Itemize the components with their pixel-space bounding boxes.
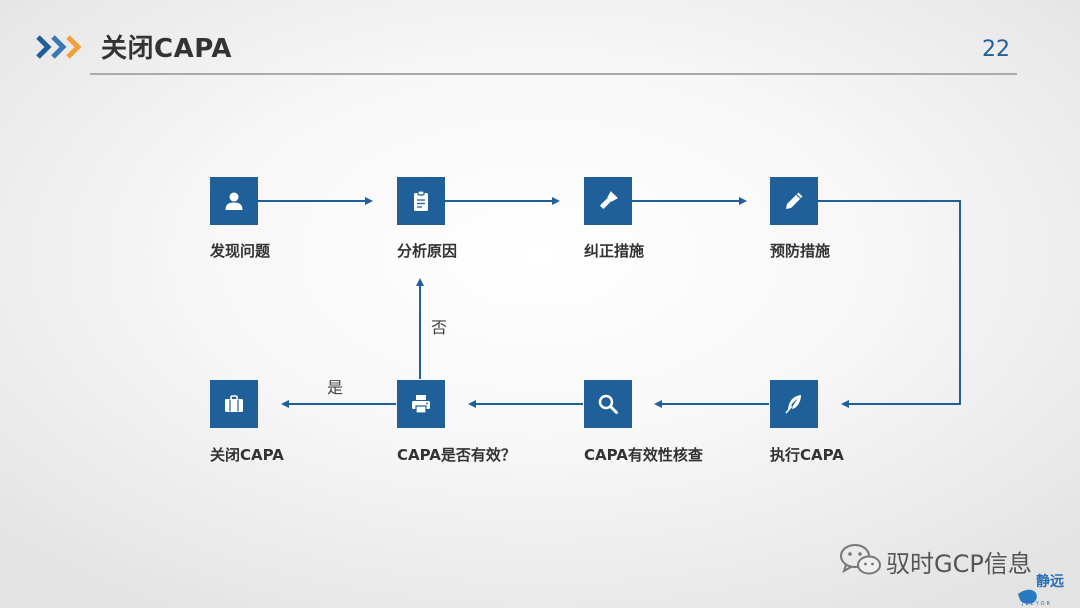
user-icon (225, 192, 243, 210)
label-close: 关闭CAPA (210, 446, 284, 464)
label-correct: 纠正措施 (584, 242, 645, 260)
flashlight-icon (600, 191, 618, 209)
chevrons-icon (36, 35, 82, 59)
branch-label-no: 否 (431, 318, 448, 337)
page-number: 22 (982, 37, 1010, 62)
node-prevent (770, 177, 818, 225)
briefcase-icon (225, 395, 243, 412)
header-divider (90, 73, 1017, 75)
label-execute: 执行CAPA (770, 446, 844, 464)
node-effective (397, 380, 445, 428)
node-correct (584, 177, 632, 225)
feather-icon (785, 395, 801, 414)
label-verify: CAPA有效性核查 (584, 446, 703, 464)
node-close (210, 380, 258, 428)
label-discover: 发现问题 (210, 242, 271, 260)
node-discover (210, 177, 258, 225)
node-verify (584, 380, 632, 428)
wechat-icon (840, 544, 881, 575)
branch-label-yes: 是 (327, 378, 344, 397)
label-prevent: 预防措施 (770, 242, 831, 260)
jeeyor-logo: 静远 JEEYOR (1018, 573, 1064, 607)
label-analyze: 分析原因 (397, 242, 458, 260)
page-title: 关闭CAPA (101, 34, 232, 64)
svg-text:JEEYOR: JEEYOR (1021, 601, 1052, 607)
node-analyze (397, 177, 445, 225)
watermark-text: 驭时GCP信息 (886, 550, 1032, 578)
search-icon (598, 394, 618, 414)
pencil-icon (786, 192, 803, 209)
node-execute (770, 380, 818, 428)
label-effective: CAPA是否有效？ (397, 446, 516, 464)
arrow-prevent-to-execute (818, 200, 961, 408)
printer-icon (412, 395, 430, 414)
clipboard-icon (414, 190, 428, 211)
svg-text:静远: 静远 (1036, 573, 1064, 590)
